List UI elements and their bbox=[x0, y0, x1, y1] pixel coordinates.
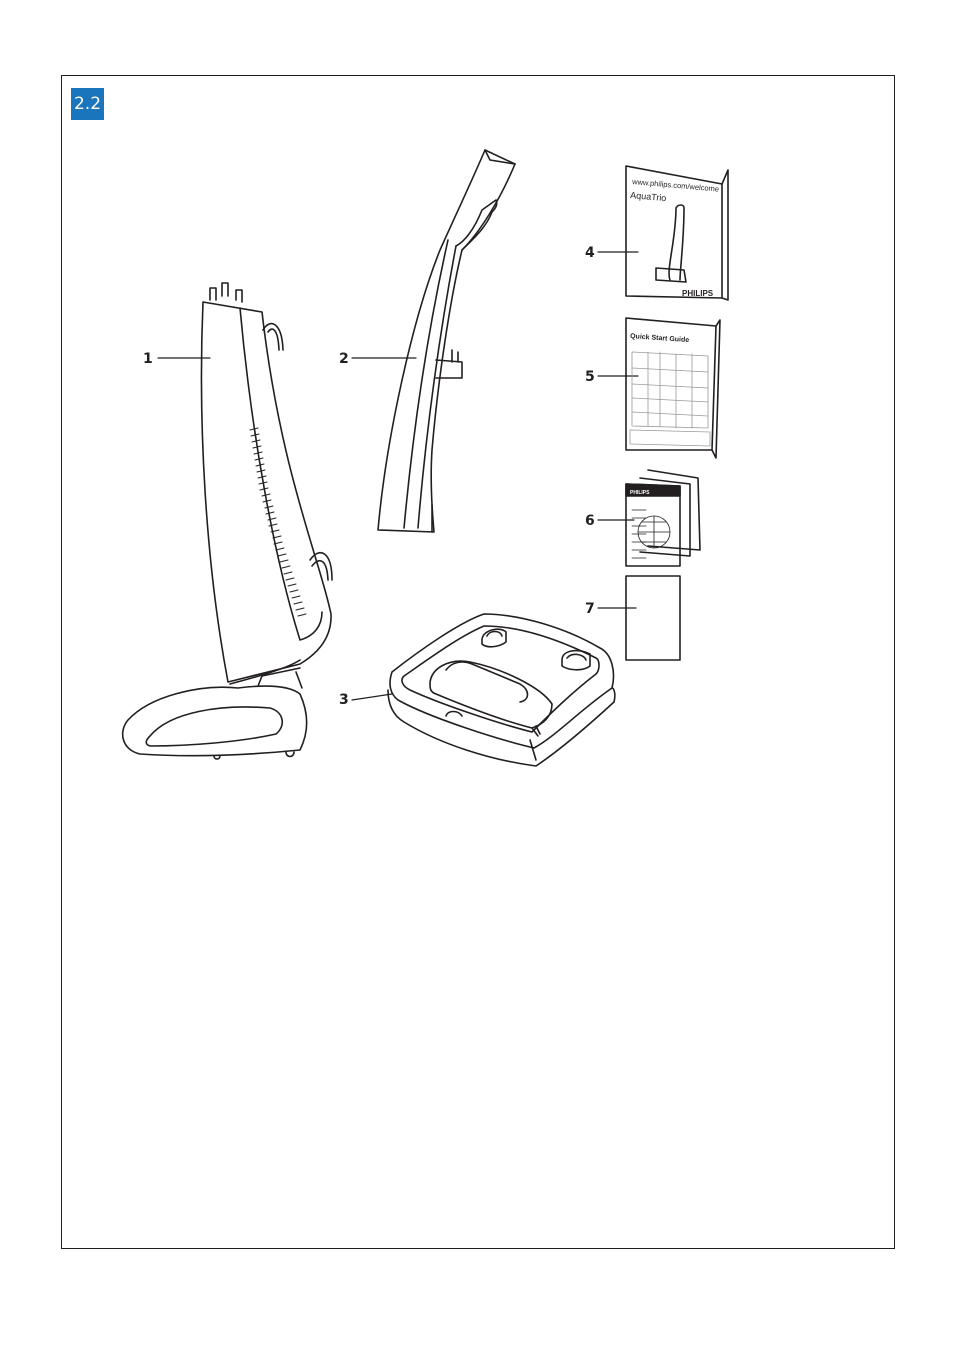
leaflets-illustration bbox=[625, 469, 701, 567]
leaflet-brand: PHILIPS bbox=[630, 490, 650, 496]
quick-start-title: Quick Start Guide bbox=[630, 333, 690, 344]
user-manual-illustration bbox=[625, 165, 729, 301]
appliance-body-illustration bbox=[121, 282, 333, 760]
manual-brand: PHILIPS bbox=[682, 289, 714, 298]
section-number: 2.2 bbox=[73, 94, 102, 114]
callout-2: 2 bbox=[339, 351, 349, 367]
charging-base-illustration bbox=[387, 613, 616, 767]
quick-start-guide-illustration bbox=[625, 317, 721, 459]
page-frame bbox=[61, 75, 895, 1249]
callout-7: 7 bbox=[585, 601, 595, 617]
callout-5: 5 bbox=[585, 369, 595, 385]
callout-leaders bbox=[157, 251, 639, 701]
manual-product-name: AquaTrio bbox=[630, 190, 667, 203]
section-badge: 2.2 bbox=[71, 88, 104, 120]
callout-3: 3 bbox=[339, 692, 349, 708]
callout-1: 1 bbox=[143, 351, 153, 367]
callout-6: 6 bbox=[585, 513, 595, 529]
callout-4: 4 bbox=[585, 245, 595, 261]
handle-illustration bbox=[377, 149, 516, 533]
sheet-illustration bbox=[625, 575, 681, 661]
